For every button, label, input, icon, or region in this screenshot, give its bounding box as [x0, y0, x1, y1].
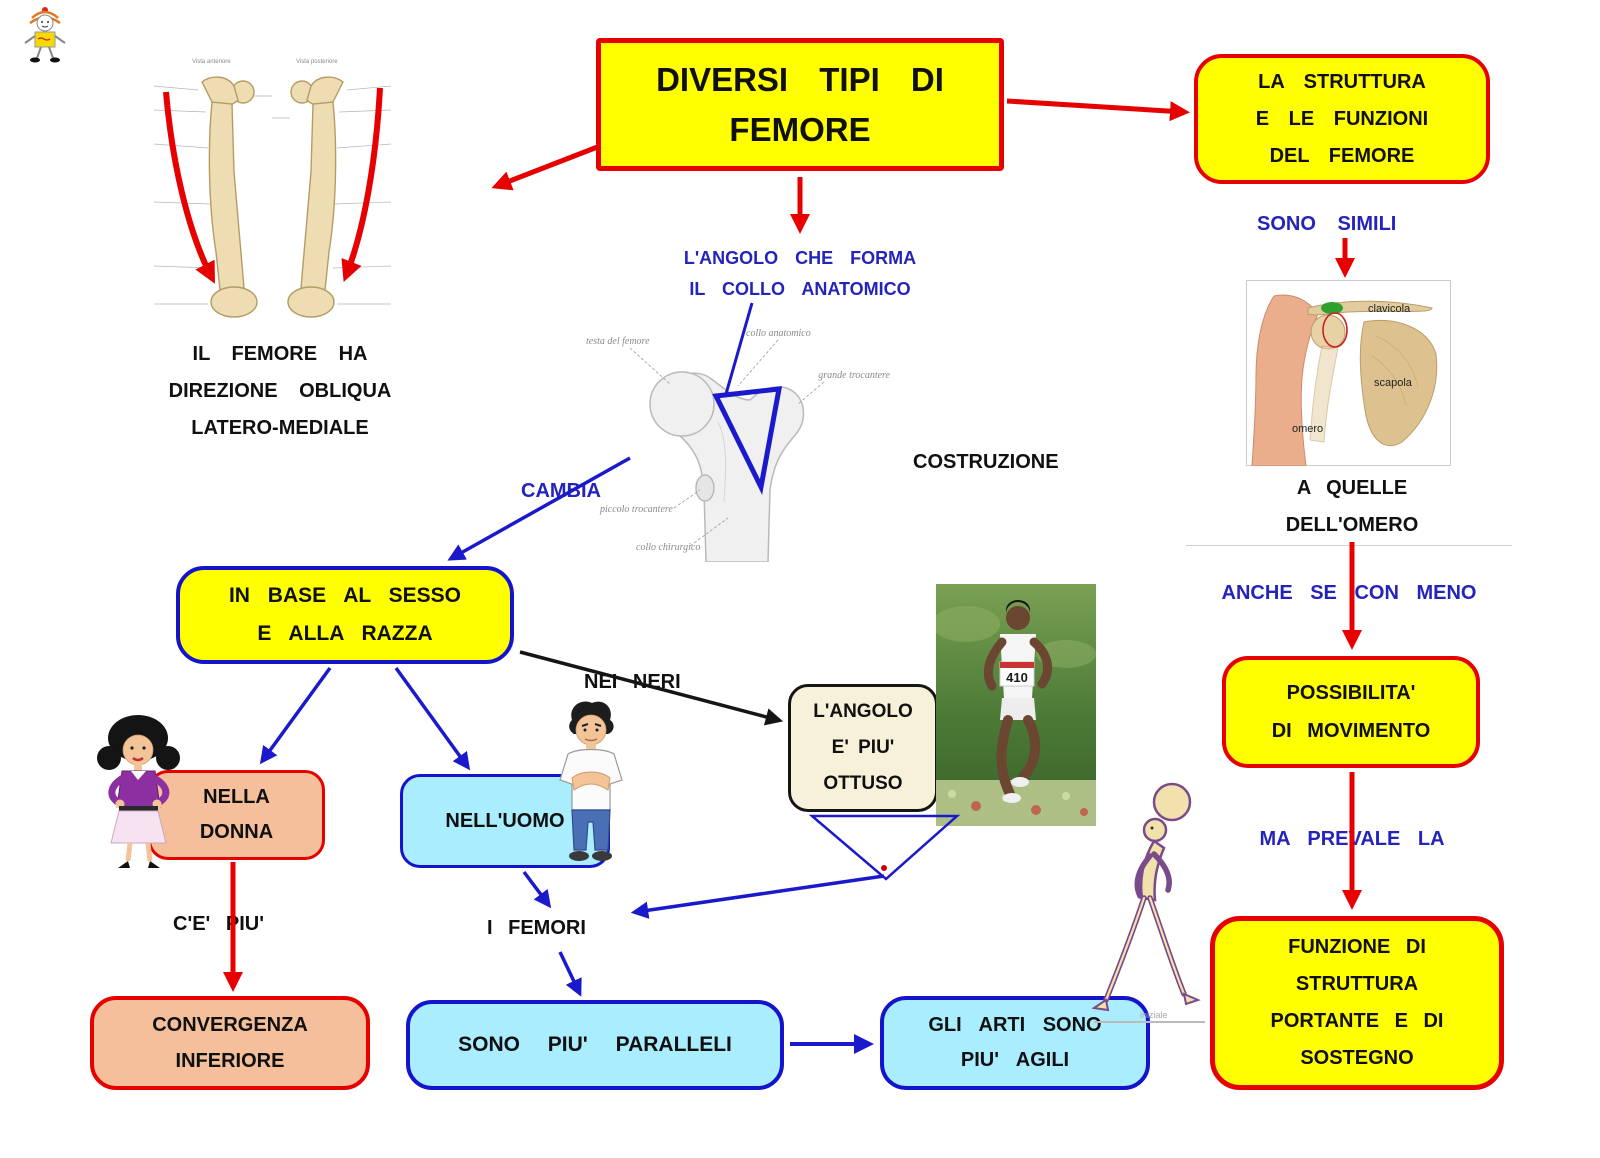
node-text-line: FUNZIONE DI	[1288, 936, 1426, 958]
node-text-line: DI MOVIMENTO	[1271, 720, 1431, 742]
site-logo-icon	[24, 7, 66, 63]
node-text-line: E ALLA RAZZA	[257, 622, 433, 645]
woman-cartoon-image	[97, 715, 180, 868]
walking-figure-image: iniziale	[1092, 782, 1205, 1023]
shoulder-anatomy-image: clavicola scapola omero	[1246, 280, 1451, 466]
node-possibilita-movimento: POSSIBILITA' DI MOVIMENTO	[1222, 656, 1480, 768]
label-line: IL FEMORE HA	[192, 343, 368, 365]
svg-text:piccolo trocantere: piccolo trocantere	[599, 504, 673, 515]
label-line: A QUELLE	[1296, 477, 1408, 499]
node-text-line: DIVERSI TIPI DI	[656, 60, 944, 98]
node-text-line: NELLA	[203, 786, 270, 808]
node-text-line: E LE FUNZIONI	[1255, 107, 1429, 130]
node-text-line: L'ANGOLO	[813, 701, 913, 722]
divider-line	[1186, 545, 1512, 546]
node-text-line: E' PIU'	[831, 737, 895, 758]
label-line: L'ANGOLO CHE FORMA	[683, 248, 917, 268]
node-nella-donna: NELLA DONNA	[148, 770, 325, 860]
node-text-line: CONVERGENZA	[152, 1014, 308, 1036]
node-text-line: OTTUSO	[823, 773, 903, 794]
node-text-line: PORTANTE E DI	[1270, 1010, 1444, 1032]
svg-text:scapola: scapola	[1374, 377, 1413, 389]
svg-text:collo anatomico: collo anatomico	[746, 328, 811, 339]
watermark-text: iniziale	[1140, 1010, 1168, 1020]
label-sono-simili: SONO SIMILI	[1257, 213, 1397, 235]
label-angolo-collo-anatomico: L'ANGOLO CHE FORMA IL COLLO ANATOMICO	[640, 243, 960, 305]
svg-text:Vista posteriore: Vista posteriore	[296, 59, 338, 65]
node-diversi-tipi-di-femore: DIVERSI TIPI DI FEMORE	[596, 38, 1004, 171]
label-cambia: CAMBIA	[521, 480, 601, 502]
label-costruzione: COSTRUZIONE	[913, 451, 1059, 473]
label-anche-se-con-meno: ANCHE SE CON MENO	[1221, 582, 1477, 604]
label-line: IL COLLO ANATOMICO	[689, 279, 911, 299]
node-text-line: PIU' AGILI	[960, 1049, 1070, 1071]
label-femur-caption: IL FEMORE HA DIREZIONE OBLIQUA LATERO-ME…	[128, 336, 432, 447]
node-gli-arti-agili: GLI ARTI SONO PIU' AGILI	[880, 996, 1150, 1090]
node-text-line: NELL'UOMO	[445, 809, 565, 832]
node-text-line: DEL FEMORE	[1269, 144, 1415, 167]
label-ma-prevale-la: MA PREVALE LA	[1259, 828, 1445, 850]
node-text-line: LA STRUTTURA	[1258, 70, 1426, 93]
svg-text:grande trocantere: grande trocantere	[818, 370, 890, 381]
node-text-line: GLI ARTI SONO	[928, 1014, 1102, 1036]
node-text-line: IN BASE AL SESSO	[228, 584, 462, 607]
node-text-line: SOSTEGNO	[1300, 1047, 1414, 1069]
label-i-femori: I FEMORI	[487, 917, 586, 939]
label-line: DELL'OMERO	[1285, 514, 1419, 536]
svg-text:clavicola: clavicola	[1368, 303, 1411, 315]
label-a-quelle-dellomero: A QUELLE DELL'OMERO	[1252, 470, 1452, 544]
man-cartoon-image	[559, 701, 623, 861]
label-ce-piu: C'E' PIU'	[173, 913, 264, 935]
svg-text:omero: omero	[1292, 423, 1323, 435]
node-struttura-funzioni-femore: LA STRUTTURA E LE FUNZIONI DEL FEMORE	[1194, 54, 1490, 184]
node-text-line: STRUTTURA	[1295, 973, 1419, 995]
label-line: LATERO-MEDIALE	[191, 417, 369, 439]
node-angolo-piu-ottuso: L'ANGOLO E' PIU' OTTUSO	[788, 684, 938, 812]
runner-photo: 410	[936, 584, 1096, 826]
node-text-line: FEMORE	[729, 110, 871, 148]
node-convergenza-inferiore: CONVERGENZA INFERIORE	[90, 996, 370, 1090]
node-in-base-al-sesso: IN BASE AL SESSO E ALLA RAZZA	[176, 566, 514, 664]
node-funzione-struttura-portante: FUNZIONE DI STRUTTURA PORTANTE E DI SOST…	[1210, 916, 1504, 1090]
node-text-line: POSSIBILITA'	[1286, 682, 1416, 704]
svg-text:Vista anteriore: Vista anteriore	[192, 59, 231, 65]
femur-anatomy-image: Vista anteriore Vista posteriore	[153, 59, 392, 318]
runner-bib-number: 410	[1006, 670, 1028, 685]
svg-text:testa del femore: testa del femore	[586, 336, 650, 347]
node-text-line: SONO PIU' PARALLELI	[458, 1033, 732, 1056]
label-nei-neri: NEI NERI	[584, 671, 681, 693]
svg-text:collo chirurgico: collo chirurgico	[636, 542, 700, 553]
label-line: DIREZIONE OBLIQUA	[168, 380, 392, 402]
node-text-line: INFERIORE	[175, 1050, 285, 1072]
node-sono-piu-paralleli: SONO PIU' PARALLELI	[406, 1000, 784, 1090]
node-text-line: DONNA	[199, 821, 274, 843]
femur-head-image: testa del femore collo anatomico grande …	[586, 328, 891, 562]
